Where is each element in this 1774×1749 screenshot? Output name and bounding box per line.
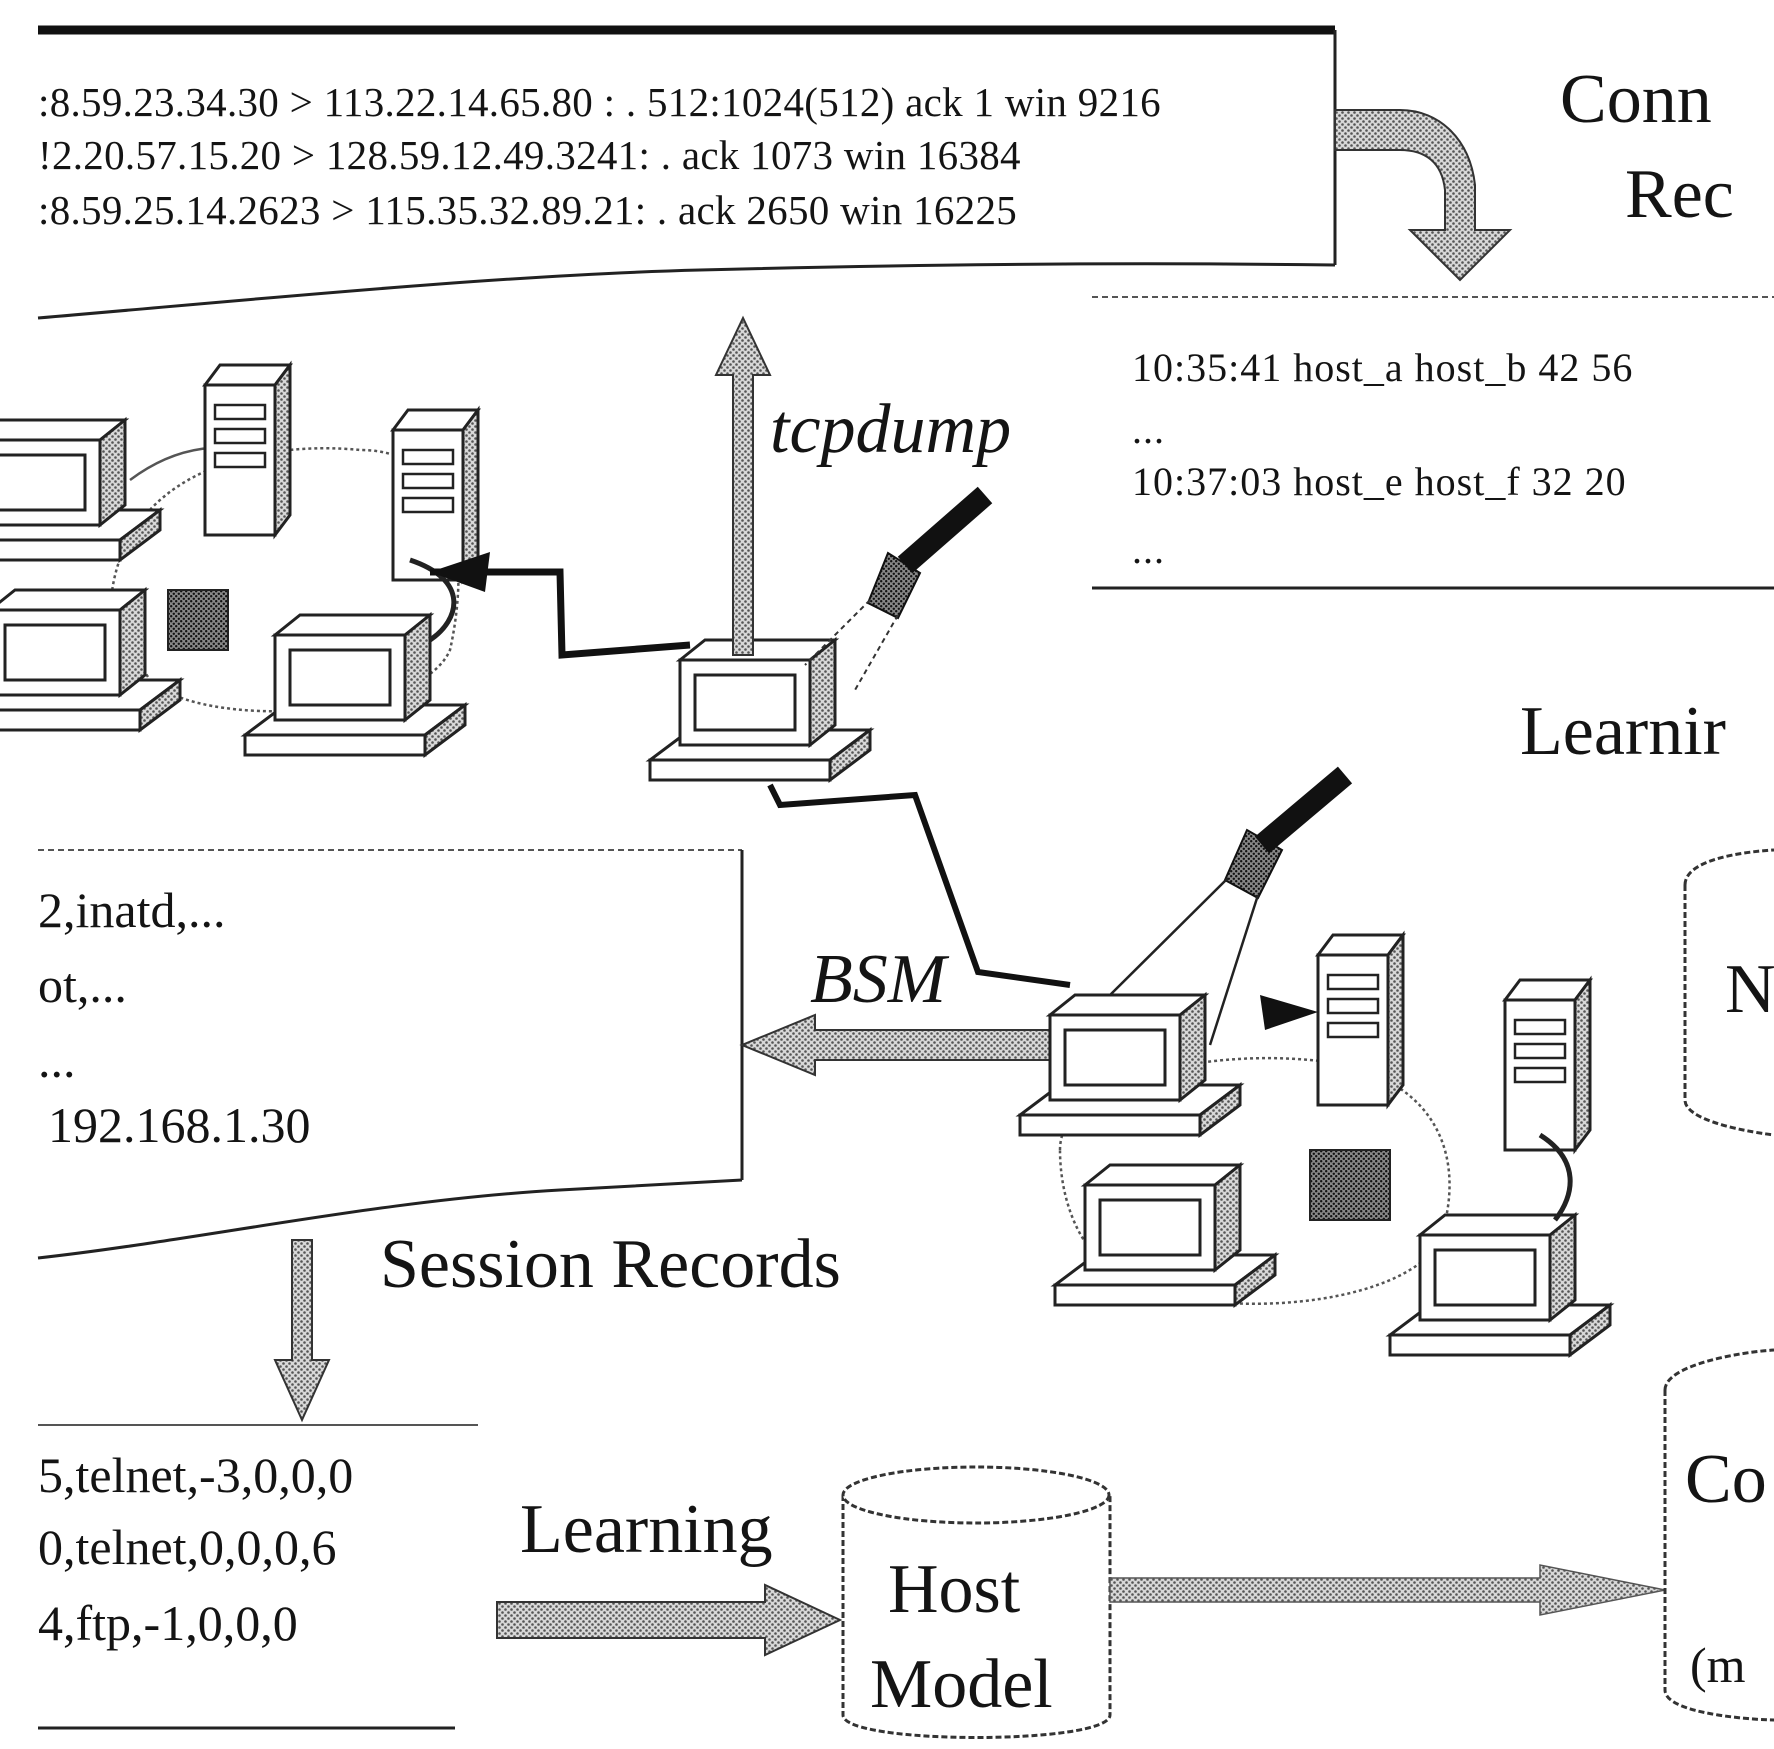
- session-line-3: ...: [38, 1032, 76, 1088]
- network-model-cylinder-text: N: [1725, 951, 1774, 1028]
- packet-line-3: :8.59.25.14.2623 > 115.35.32.89.21: . ac…: [38, 187, 1018, 233]
- learning-arrow: [496, 1583, 843, 1657]
- packet-line-2: !2.20.57.15.20 > 128.59.12.49.3241: . ac…: [38, 132, 1021, 178]
- connection-record-line-2: ...: [1132, 407, 1165, 452]
- packet-line-1: :8.59.23.34.30 > 113.22.14.65.80 : . 512…: [38, 79, 1161, 125]
- sniffer-probe-bottom: [1104, 766, 1353, 1046]
- session-records-label: Session Records: [380, 1226, 841, 1303]
- connection-records-box: [1092, 296, 1774, 590]
- curved-arrow-to-connection-records: [1334, 109, 1513, 282]
- host-model-line1: Host: [888, 1551, 1021, 1628]
- connection-record-line-4: ...: [1132, 527, 1165, 572]
- host-model-line2: Model: [870, 1646, 1053, 1723]
- network-model-cylinder: [1683, 848, 1774, 1137]
- network-cluster-top: [0, 363, 480, 757]
- connection-record-line-1: 10:35:41 host_a host_b 42 56: [1132, 345, 1634, 390]
- session-line-4: 192.168.1.30: [48, 1097, 311, 1153]
- network-link-top: [430, 552, 691, 659]
- session-line-1: 2,inatd,...: [38, 882, 226, 938]
- session-record-line-3: 4,ftp,-1,0,0,0: [38, 1595, 298, 1651]
- connection-record-line-3: 10:37:03 host_e host_f 32 20: [1132, 459, 1627, 504]
- session-records-arrow: [273, 1239, 331, 1423]
- combined-model-cylinder: [1663, 1348, 1774, 1722]
- model-to-combined-arrow: [1109, 1564, 1666, 1616]
- bsm-sensor-computer: [1018, 993, 1242, 1137]
- session-record-line-1: 5,telnet,-3,0,0,0: [38, 1447, 354, 1503]
- network-link-middle: [767, 783, 1071, 988]
- session-record-line-2: 0,telnet,0,0,0,6: [38, 1519, 337, 1575]
- session-box: [37, 849, 744, 1260]
- combined-model-text-line2: (m: [1690, 1637, 1746, 1693]
- tcpdump-arrow: [714, 315, 772, 656]
- tcpdump-sensor-computer: [648, 638, 872, 782]
- session-line-2: ot,...: [38, 957, 127, 1013]
- sniffer-probe-top: [804, 486, 993, 691]
- tcpdump-label: tcpdump: [770, 391, 1012, 468]
- learning-label-top: Learnir: [1520, 693, 1726, 770]
- host-model-cylinder: [841, 1465, 1112, 1739]
- connection-records-title-line1: Conn: [1560, 61, 1712, 138]
- bsm-label: BSM: [810, 941, 947, 1018]
- bsm-arrow: [739, 1013, 1056, 1077]
- session-records-table: [38, 1424, 478, 1730]
- network-cluster-bottom: [1018, 933, 1612, 1357]
- combined-model-text-line1: Co: [1685, 1441, 1767, 1518]
- learning-label-bottom: Learning: [520, 1491, 773, 1568]
- connection-records-title-line2: Rec: [1625, 156, 1734, 233]
